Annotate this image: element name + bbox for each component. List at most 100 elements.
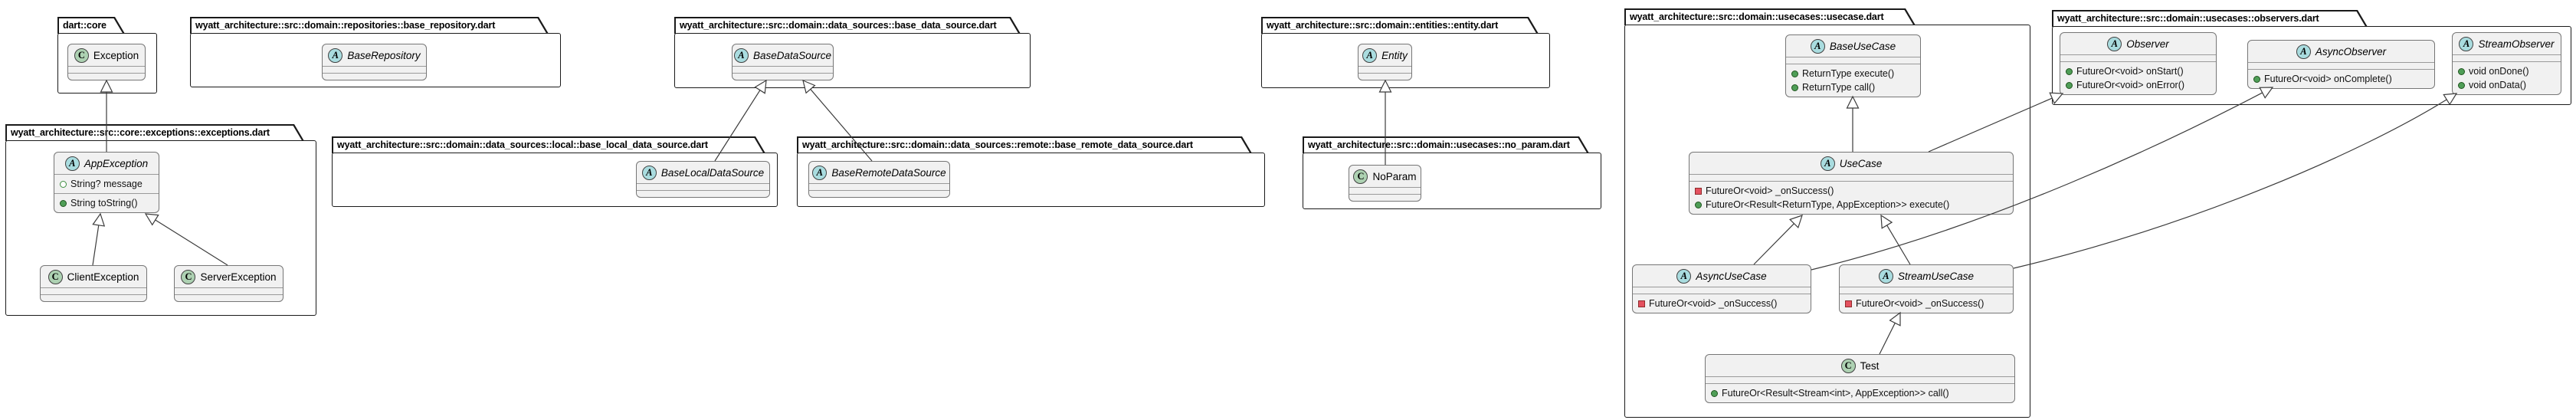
package-base-data-source: wyatt_architecture::src::domain::data_so…	[674, 17, 1031, 88]
package-title: dart::core	[63, 19, 107, 31]
abstract-badge-icon: A	[2296, 44, 2311, 59]
public-visibility-icon	[1711, 389, 1718, 397]
package-title: wyatt_architecture::src::domain::reposit…	[195, 19, 496, 31]
package-no-param: wyatt_architecture::src::domain::usecase…	[1303, 136, 1601, 209]
member-text: FutureOr<void> _onSuccess()	[1856, 298, 1984, 309]
class-methods-section: FutureOr<void> onStart() FutureOr<void> o…	[2060, 61, 2216, 94]
class-name: ServerException	[200, 271, 277, 283]
class-fields-section	[68, 66, 145, 73]
member-row: ReturnType execute()	[1786, 67, 1920, 80]
class-name: AsyncUseCase	[1696, 270, 1767, 282]
abstract-badge-icon: A	[1820, 156, 1835, 171]
class-badge-icon: C	[74, 48, 89, 63]
class-name: AppException	[84, 157, 149, 169]
package-title: wyatt_architecture::src::domain::usecase…	[2057, 12, 2319, 24]
class-badge-icon: C	[181, 269, 196, 284]
class-fields-section	[1706, 376, 2014, 383]
abstract-badge-icon: A	[1362, 48, 1378, 63]
private-visibility-icon	[1638, 300, 1645, 307]
class-fields-section	[1633, 287, 1811, 294]
member-row: FutureOr<Result<Stream<int>, AppExceptio…	[1706, 386, 2014, 400]
member-text: FutureOr<void> onStart()	[2076, 66, 2184, 77]
class-badge-icon: C	[48, 269, 63, 284]
class-methods-section: FutureOr<void> onComplete()	[2248, 69, 2434, 88]
public-visibility-icon	[2458, 67, 2465, 75]
package-tab	[674, 17, 1021, 34]
member-row: String toString()	[54, 196, 159, 210]
class-title: C ClientException	[41, 266, 146, 287]
class-name: BaseRemoteDataSource	[831, 166, 946, 179]
class-fields-section	[41, 287, 146, 294]
package-title: wyatt_architecture::src::domain::usecase…	[1630, 11, 1884, 22]
package-title: wyatt_architecture::src::domain::data_so…	[337, 139, 708, 150]
package-tab	[190, 17, 549, 34]
package-tab	[5, 124, 304, 141]
package-tab	[2052, 10, 2368, 27]
class-methods-section	[732, 73, 833, 80]
package-title: wyatt_architecture::src::domain::data_so…	[802, 139, 1193, 150]
member-row: FutureOr<void> onStart()	[2060, 64, 2216, 78]
member-text: ReturnType call()	[1802, 82, 1876, 93]
member-row: FutureOr<void> _onSuccess()	[1633, 297, 1811, 310]
public-visibility-icon	[2253, 75, 2260, 83]
abstract-badge-icon: A	[1676, 268, 1692, 284]
package-tab	[1303, 136, 1589, 153]
class-methods-section: ReturnType execute() ReturnType call()	[1786, 64, 1920, 97]
public-visibility-icon	[1791, 70, 1798, 77]
package-tab	[332, 136, 765, 153]
public-visibility-icon	[2066, 81, 2073, 89]
abstract-badge-icon: A	[641, 165, 657, 180]
public-visibility-icon	[1791, 84, 1798, 91]
abstract-badge-icon: A	[328, 48, 343, 63]
class-fields-section: String? message	[54, 174, 159, 193]
class-methods-section	[637, 190, 769, 197]
member-text: String toString()	[70, 198, 138, 208]
class-ClientException: C ClientException	[40, 265, 147, 302]
class-name: AsyncObserver	[2315, 45, 2387, 57]
class-fields-section	[637, 183, 769, 190]
class-fields-section	[1349, 187, 1421, 194]
member-text: FutureOr<Result<Stream<int>, AppExceptio…	[1722, 388, 1949, 399]
abstract-badge-icon: A	[2459, 36, 2474, 51]
public-visibility-icon	[2066, 67, 2073, 75]
private-visibility-icon	[1845, 300, 1852, 307]
edge-StreamUseCase-extends-StreamObserver	[2013, 99, 2447, 269]
package-tab	[797, 136, 1252, 153]
class-fields-section	[2248, 62, 2434, 69]
package-tab	[57, 17, 125, 34]
abstract-badge-icon: A	[1878, 268, 1893, 284]
class-name: ClientException	[67, 271, 139, 283]
package-tab	[1624, 8, 1916, 25]
abstract-badge-icon: A	[2107, 36, 2122, 51]
class-name: StreamObserver	[2478, 38, 2555, 50]
private-visibility-icon	[1695, 187, 1702, 195]
class-title: A AsyncObserver	[2248, 41, 2434, 62]
member-text: FutureOr<Result<ReturnType, AppException…	[1706, 199, 1950, 210]
member-row: FutureOr<void> onComplete()	[2248, 72, 2434, 86]
package-base-repository: wyatt_architecture::src::domain::reposit…	[190, 17, 561, 87]
class-fields-section	[323, 66, 426, 73]
package-title: wyatt_architecture::src::domain::usecase…	[1308, 139, 1570, 150]
member-row: FutureOr<void> _onSuccess()	[1840, 297, 2013, 310]
public-visibility-icon	[60, 199, 67, 207]
member-text: FutureOr<void> onError()	[2076, 80, 2185, 90]
member-row: ReturnType call()	[1786, 80, 1920, 94]
class-title: A StreamObserver	[2453, 33, 2561, 54]
class-methods-section: String toString()	[54, 193, 159, 212]
member-text: void onData()	[2469, 80, 2527, 90]
class-badge-icon: C	[1353, 169, 1368, 184]
member-row: String? message	[54, 177, 159, 191]
class-fields-section	[1358, 66, 1411, 73]
